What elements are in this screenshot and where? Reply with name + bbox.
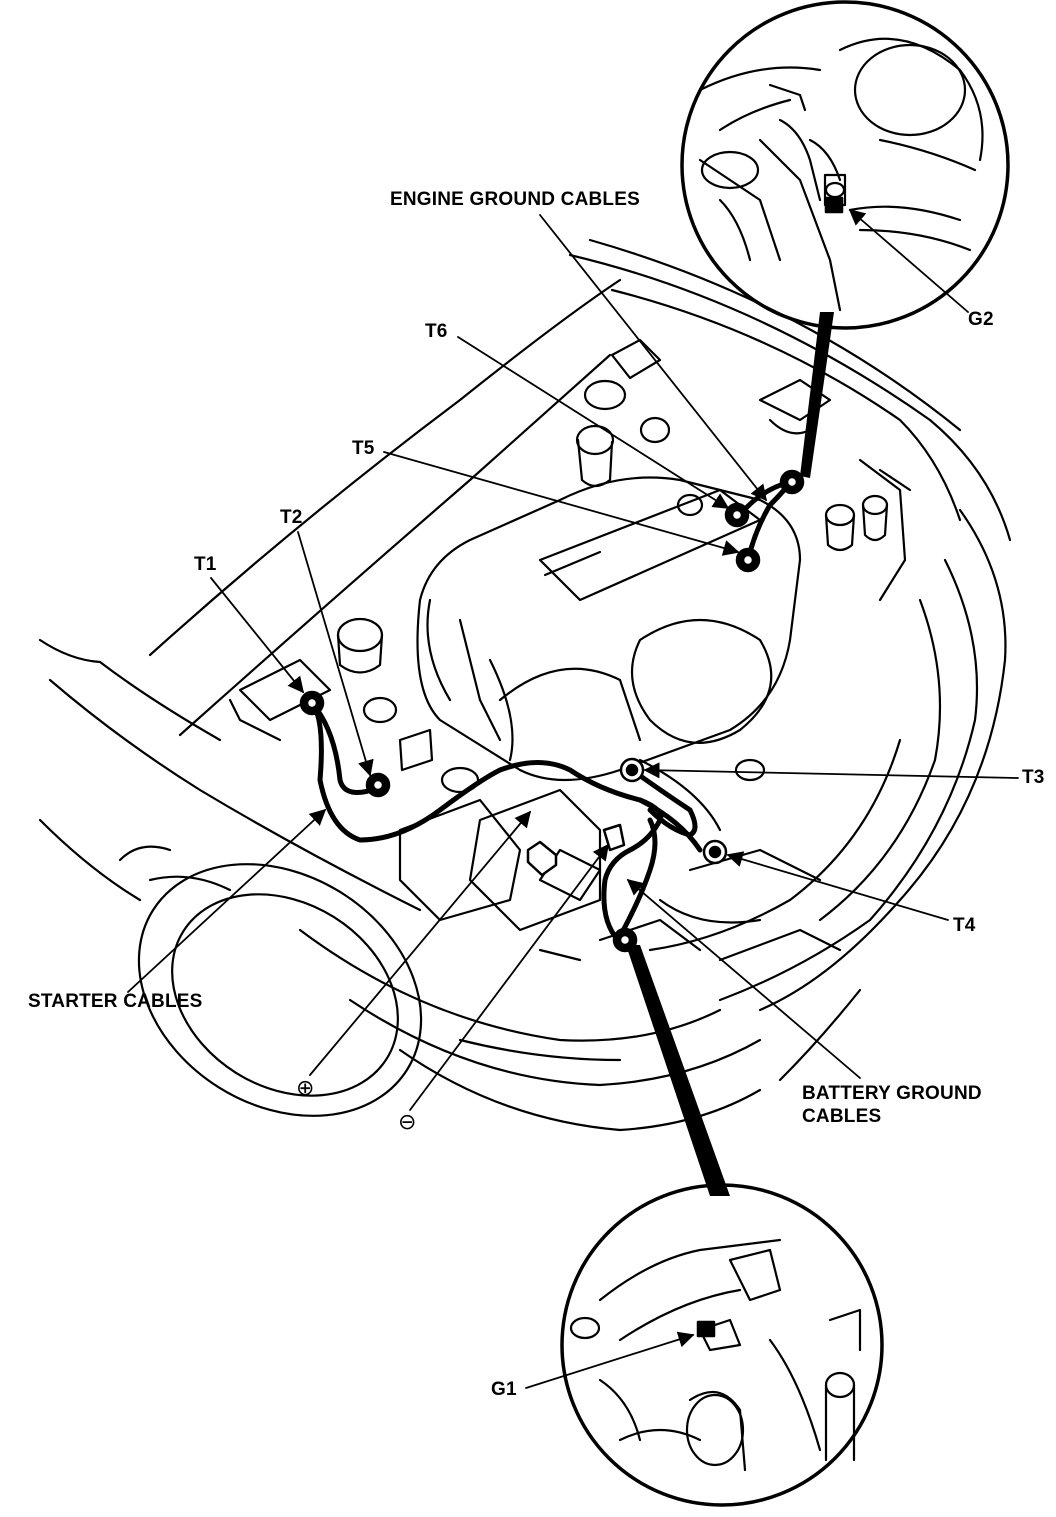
ground-straps	[626, 312, 834, 1196]
terminal-g2	[824, 196, 844, 214]
headlight	[118, 845, 423, 1117]
label-t4: T4	[953, 915, 976, 936]
inset-g1	[560, 1183, 884, 1507]
terminals	[299, 196, 844, 1338]
label-t5: T5	[352, 438, 375, 459]
terminal-t4	[702, 839, 728, 865]
label-t2: T2	[280, 507, 303, 528]
terminal-battery-ground	[612, 927, 638, 953]
terminal-t5	[735, 547, 761, 573]
cables	[309, 479, 793, 943]
label-positive-terminal: ⊕	[296, 1075, 315, 1100]
terminal-t3	[619, 757, 645, 783]
label-battery-ground-cables-line2: CABLES	[802, 1106, 882, 1127]
label-g2: G2	[968, 309, 994, 330]
label-engine-ground-cables: ENGINE GROUND CABLES	[390, 189, 640, 210]
label-negative-terminal: ⊖	[398, 1109, 417, 1134]
label-battery-ground-cables-line1: BATTERY GROUND	[802, 1083, 982, 1104]
label-t1: T1	[194, 554, 217, 575]
inset-g2	[680, 0, 1010, 330]
terminal-t1	[299, 690, 325, 716]
label-t6: T6	[425, 321, 448, 342]
terminal-g1	[696, 1320, 716, 1338]
terminal-engine-ground	[779, 469, 805, 495]
terminal-t6	[724, 502, 750, 528]
label-t3: T3	[1022, 767, 1045, 788]
terminal-t2	[365, 772, 391, 798]
label-g1: G1	[491, 1379, 517, 1400]
label-starter-cables: STARTER CABLES	[28, 991, 203, 1012]
leader-lines	[127, 208, 1019, 1389]
